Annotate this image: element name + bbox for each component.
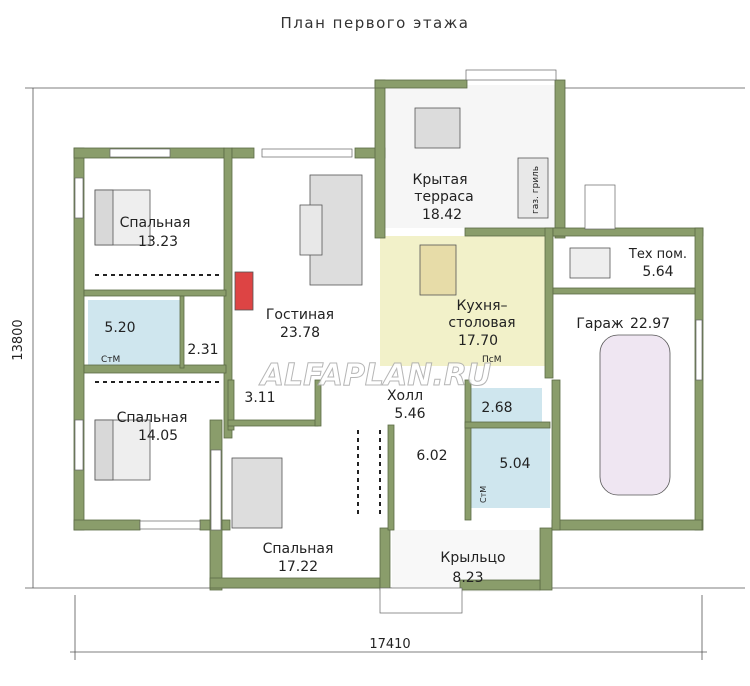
room-bath1-area: 5.20 — [104, 320, 135, 336]
room-bath2-area: 5.04 — [499, 456, 530, 472]
room-kitchen-area: 17.70 — [458, 333, 498, 349]
room-wc-area: 2.68 — [481, 400, 512, 416]
room-porch-area: 8.23 — [452, 570, 483, 586]
room-living-name: Гостиная — [266, 307, 334, 323]
fixture-stm2: СтМ — [479, 486, 488, 503]
fixture-grill: газ. гриль — [531, 166, 541, 214]
room-tech-area: 5.64 — [642, 264, 673, 280]
room-kitchen-name-2: столовая — [448, 315, 515, 331]
room-terrace-name-2: терраса — [414, 189, 473, 205]
width-dimension: 17410 — [369, 637, 410, 652]
room-bedroom1-name: Спальная — [120, 215, 191, 231]
room-kitchen-name-1: Кухня– — [456, 298, 507, 314]
room-hall2-area: 6.02 — [416, 448, 447, 464]
room-bedroom1-area: 13.23 — [138, 234, 178, 250]
plan-title: План первого этажа — [280, 14, 470, 32]
fixture-stm1: СтМ — [101, 355, 120, 365]
room-tech-name: Тех пом. — [628, 247, 687, 262]
room-corridor-area: 2.31 — [187, 342, 218, 358]
fixture-pm: ПсМ — [482, 355, 501, 365]
room-bedroom2-name: Спальная — [117, 410, 188, 426]
room-bedroom3-name: Спальная — [263, 541, 334, 557]
room-living-area: 23.78 — [280, 325, 320, 341]
room-hall-area: 5.46 — [394, 406, 425, 422]
height-dimension: 13800 — [11, 319, 26, 360]
room-bedroom2-area: 14.05 — [138, 428, 178, 444]
room-garage-name: Гараж — [576, 316, 624, 332]
room-closet-area: 3.11 — [244, 390, 275, 406]
windows — [74, 69, 703, 614]
watermark: ALFAPLAN.RU — [259, 358, 491, 393]
room-bedroom3-area: 17.22 — [278, 559, 318, 575]
room-garage-area: 22.97 — [630, 316, 670, 332]
room-terrace-name-1: Крытая — [412, 172, 467, 188]
room-labels: Спальная 13.23 Гостиная 23.78 Крытая тер… — [101, 166, 687, 586]
furniture — [94, 107, 671, 529]
room-hall-name: Холл — [387, 388, 423, 404]
room-porch-name: Крыльцо — [440, 550, 505, 566]
wardrobes — [95, 274, 381, 515]
room-terrace-area: 18.42 — [422, 207, 462, 223]
